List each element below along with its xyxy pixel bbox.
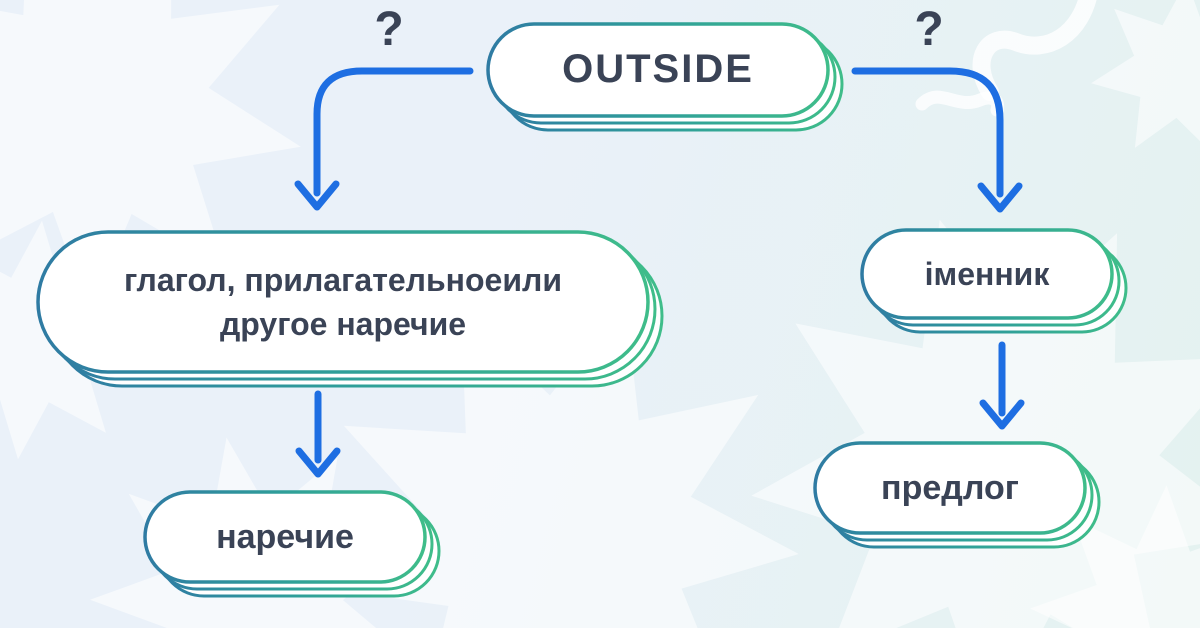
arrow-root-to-left (294, 67, 474, 211)
node-predlog-label: предлог (881, 468, 1019, 507)
node-outside: OUTSIDE (486, 22, 848, 136)
node-verb-adjective-adverb-line2: другое наречие (219, 306, 467, 342)
node-narechie: наречие (143, 490, 445, 602)
arrow-left-to-result (295, 390, 341, 478)
node-outside-label: OUTSIDE (562, 47, 754, 92)
arrow-right-to-result (979, 341, 1025, 430)
node-verb-adjective-adverb: глагол, прилагательноеили другое наречие (36, 230, 668, 392)
squiggle-icon (972, 0, 1097, 101)
node-predlog: предлог (813, 441, 1105, 553)
starburst-decoration (327, 299, 799, 628)
node-imennyk: іменник (860, 228, 1132, 338)
starburst-decoration (1091, 0, 1200, 148)
question-mark-right: ? (914, 3, 944, 56)
node-imennyk-label: іменник (924, 255, 1050, 292)
node-narechie-label: наречие (216, 517, 354, 556)
node-verb-adjective-adverb-line1: глагол, прилагательноеили (123, 261, 563, 298)
starburst-decoration (0, 0, 301, 315)
arrow-root-to-right (851, 67, 1023, 213)
question-mark-left: ? (374, 3, 404, 56)
node-verb-adjective-adverb-label: глагол, прилагательноеили другое наречие (38, 232, 648, 372)
